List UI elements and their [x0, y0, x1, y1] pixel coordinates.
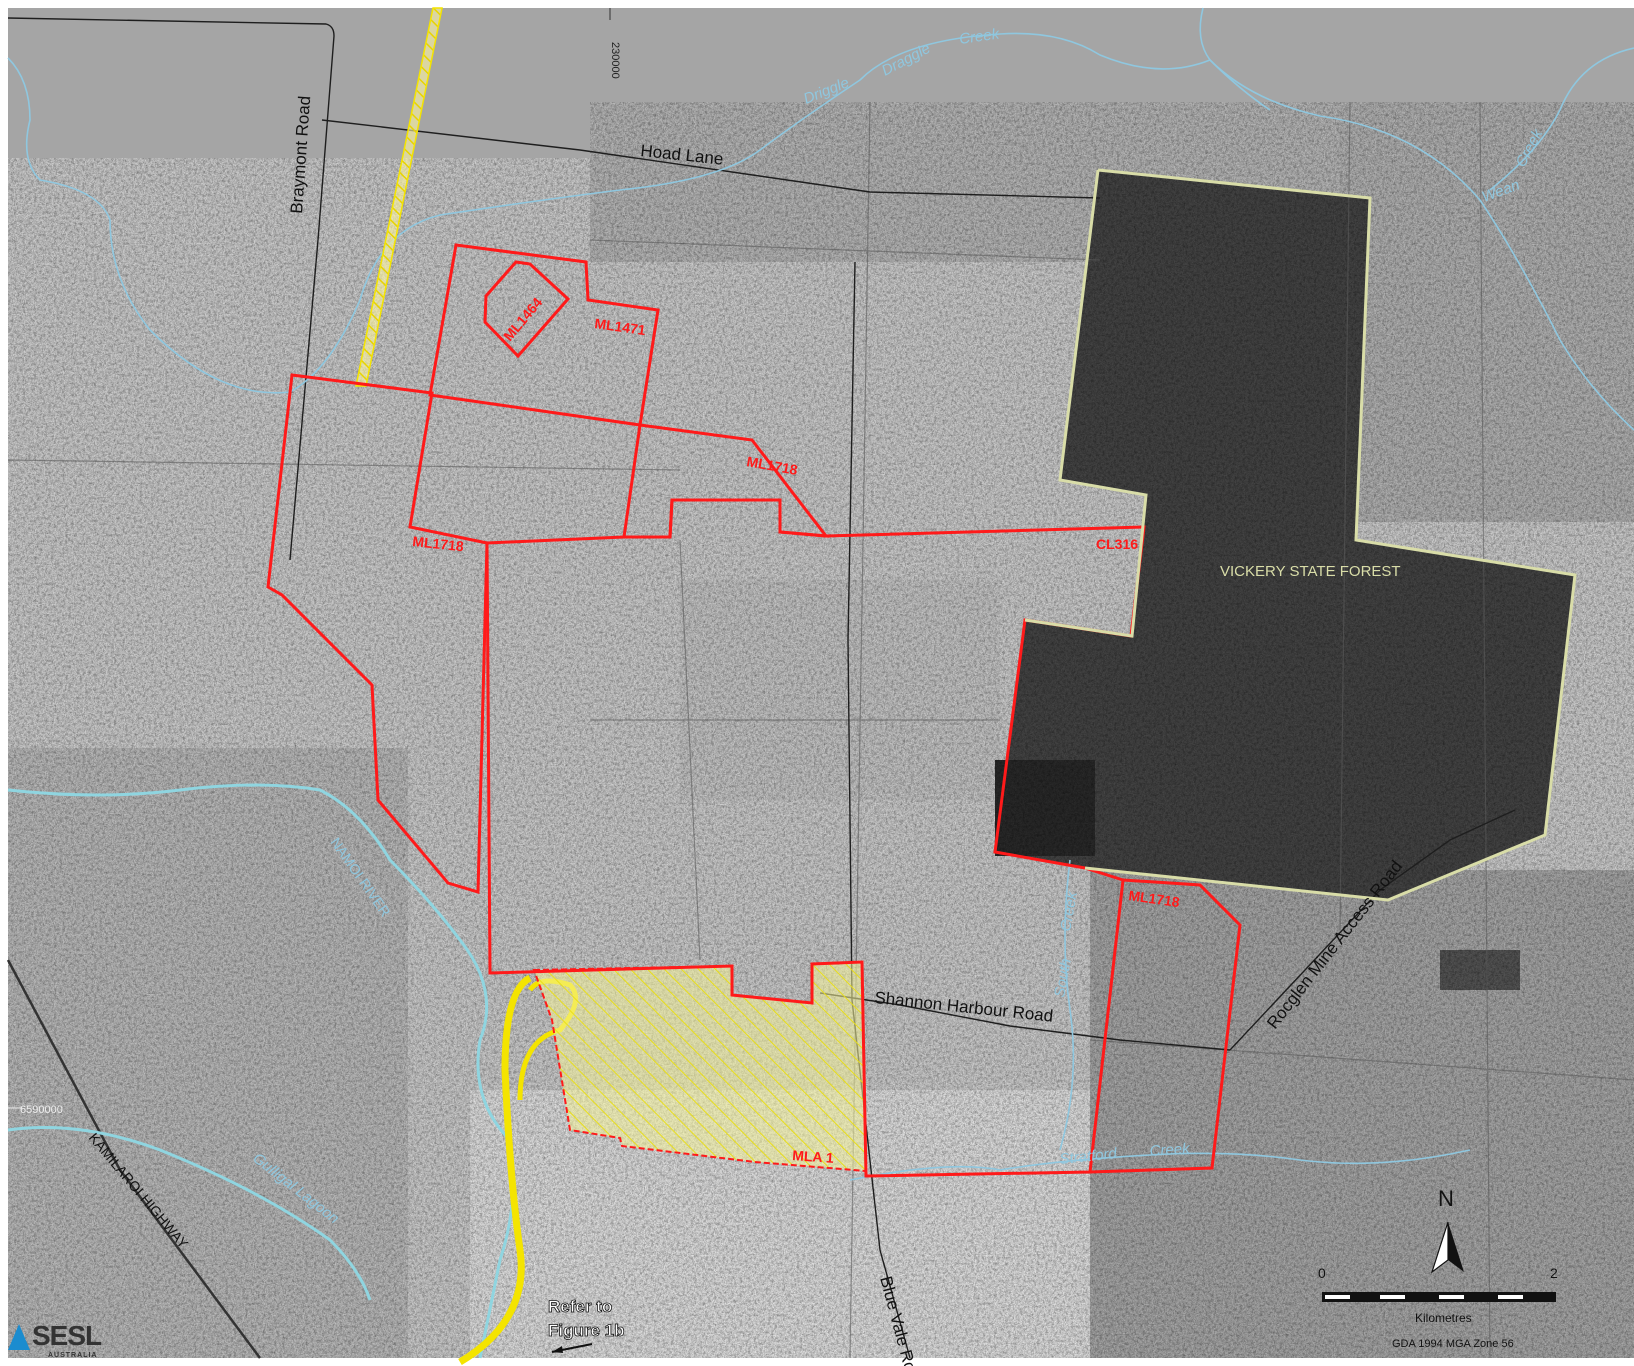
refer-line-2: Figure 1b — [548, 1321, 625, 1340]
ml1471-boundary — [428, 243, 660, 427]
creek-north-branch — [1199, 7, 1271, 111]
scale-two: 2 — [1550, 1265, 1558, 1281]
easting-tick-label: 230000 — [609, 42, 621, 79]
cl316-label: CL316 — [1096, 536, 1138, 552]
sesl-logo: SESL AUSTRALIA — [8, 1320, 102, 1359]
scale-datum: GDA 1994 MGA Zone 56 — [1392, 1338, 1514, 1350]
imagery-speckle — [8, 102, 1634, 1358]
arrow-left-icon — [551, 1343, 593, 1353]
roads — [6, 17, 1516, 1359]
stratford-creek — [849, 1149, 1471, 1181]
stratford-label: Stratford — [1059, 1145, 1119, 1168]
scale-units: Kilometres — [1415, 1311, 1472, 1325]
top-left-grey — [8, 8, 590, 158]
sesl-triangle-icon — [8, 1324, 30, 1350]
gulligal-lagoon — [7, 1126, 372, 1301]
sesl-wordmark: SESL — [32, 1320, 102, 1351]
waterways — [7, 7, 1634, 1359]
vickery-forest-label: VICKERY STATE FOREST — [1220, 563, 1401, 580]
ml1471-label: ML1471 — [594, 315, 647, 338]
ml1718-east — [1089, 878, 1242, 1174]
refer-line-1: Refer to — [548, 1297, 612, 1316]
creek-top-label: Creek — [958, 25, 1001, 48]
rail-loop — [458, 974, 532, 1366]
ml1464-boundary — [483, 260, 571, 359]
paddock-lines — [7, 101, 1634, 1359]
namoi-river — [7, 783, 515, 1359]
north-arrow-icon: N — [1430, 1186, 1464, 1274]
mla1-label: MLA 1 — [792, 1147, 835, 1166]
northing-tick-label: 6590000 — [20, 1104, 63, 1116]
tenement-boundaries — [266, 243, 1242, 1178]
refer-to-figure: Refer to Figure 1b — [548, 1297, 625, 1353]
rocglen-road-line — [1229, 809, 1516, 1051]
south-creek — [1059, 859, 1075, 1151]
driggle-draggle-creek — [7, 32, 1634, 431]
wean-creek — [1489, 47, 1634, 191]
north-label: N — [1438, 1186, 1454, 1211]
cl316-boundary — [485, 498, 1146, 1178]
shannon-harbour-road-line — [819, 992, 1231, 1051]
ml1718-label-c: ML1718 — [1128, 887, 1181, 910]
top-grey-band — [590, 8, 1634, 102]
hoad-lane-line — [321, 119, 1101, 199]
scale-bar: 0 2 Kilometres GDA 1994 MGA Zone 56 — [1318, 1265, 1558, 1350]
ml1718-west — [266, 373, 489, 895]
scale-zero: 0 — [1318, 1265, 1326, 1281]
highway-line — [6, 959, 262, 1359]
stratford-creek-label: Creek — [1149, 1140, 1192, 1160]
ml1718-label-b: ML1718 — [412, 533, 465, 554]
braymont-road-line — [7, 17, 335, 561]
sesl-subtitle: AUSTRALIA — [48, 1352, 98, 1359]
south-creek-label-b: Creek — [1057, 889, 1081, 933]
vickery-forest-boundary — [1024, 168, 1577, 902]
south-creek-label-a: South — [1051, 957, 1075, 999]
